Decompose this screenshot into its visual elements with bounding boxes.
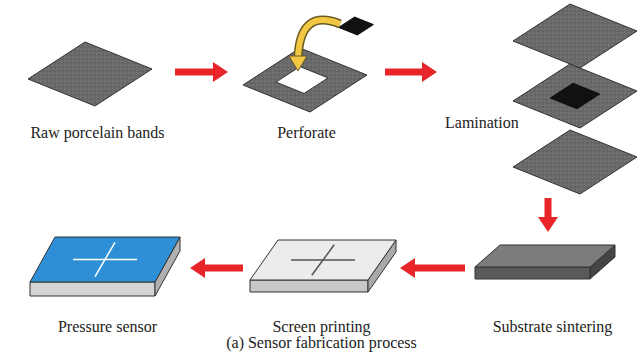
slab-front [30,282,155,296]
slab-top [30,237,180,282]
porcelain-sheet [513,130,637,194]
flip-arrow [298,20,340,58]
step-illustration [437,0,640,198]
slab-front [250,280,368,292]
step-label: Pressure sensor [56,318,159,336]
arrow-shaft [175,69,214,76]
process-arrow [175,62,228,82]
step-illustration [228,8,385,142]
slab-top [250,240,396,280]
arrow-head [213,62,228,82]
process-step: Screen printing [243,230,400,336]
process-step: Lamination [437,0,640,198]
slab-front [475,267,590,279]
step-label: Lamination [443,114,521,132]
process-arrow [190,258,243,278]
punched-piece [339,17,374,35]
step-label: Perforate [275,124,338,142]
arrow-shaft [204,265,243,272]
figure-caption: (a) Sensor fabrication process [0,334,643,352]
arrow-head [400,258,415,278]
arrow-shaft [545,198,552,218]
process-step: Perforate [228,8,385,142]
insert-piece [550,83,600,109]
step-label: Substrate sintering [491,318,615,336]
step-label: Screen printing [270,318,372,336]
slab-top [475,245,615,267]
step-label: Raw porcelain bands [28,124,166,142]
electrode-line [95,242,115,276]
porcelain-sheet [513,64,637,128]
arrow-head [190,258,205,278]
arrow-shaft [385,69,423,76]
electrode-line [312,245,334,275]
process-arrow [538,198,558,232]
flip-arrow-outline [298,20,340,58]
process-arrow [385,62,437,82]
arrow-head [422,62,437,82]
punched-hole [276,67,328,94]
porcelain-sheet [513,4,637,68]
arrow-head [538,217,558,232]
flip-arrow-head [289,56,307,71]
process-arrow [400,258,465,278]
porcelain-sheet [243,48,367,112]
process-step: Raw porcelain bands [20,30,175,142]
arrow-shaft [414,265,465,272]
porcelain-sheet [28,42,152,106]
process-step: Pressure sensor [25,230,190,336]
process-step: Substrate sintering [465,232,640,336]
